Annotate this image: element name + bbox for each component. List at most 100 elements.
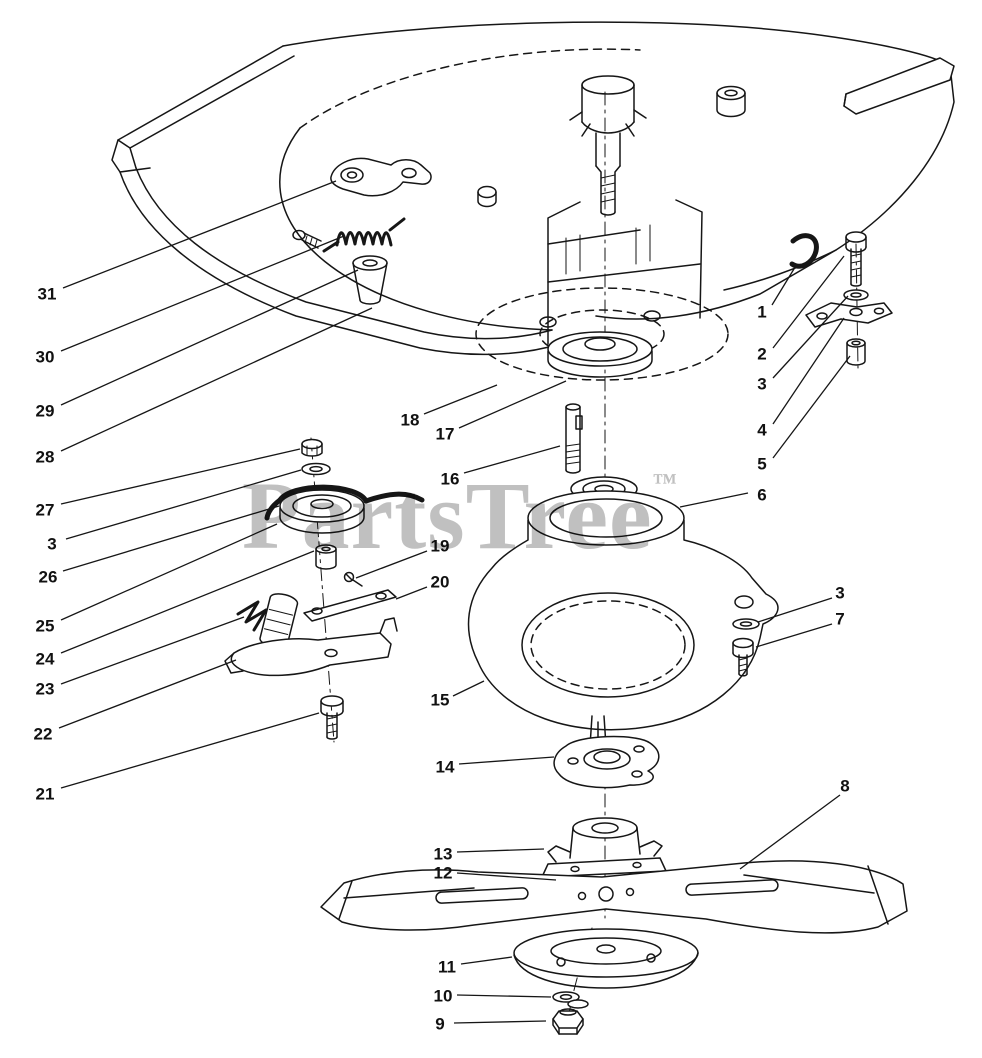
callout-leader-line [60, 307, 373, 452]
callout-label: 12 [434, 863, 453, 882]
callout-leader-line [772, 295, 849, 379]
callout-label: 2 [757, 344, 766, 363]
callout-leader-line [772, 355, 851, 459]
callout-label: 7 [835, 609, 844, 628]
part-brake-bracket [330, 157, 432, 197]
callout-leader-line [772, 317, 845, 425]
callout-label: 27 [36, 500, 55, 519]
callout-leader-line [458, 756, 555, 765]
callout-label: 25 [36, 616, 55, 635]
part-spring-clip [789, 233, 819, 269]
part-blade-stiffener [513, 928, 699, 989]
callout-label: 10 [434, 986, 453, 1005]
callout-label: 3 [835, 583, 844, 602]
part-pulley-spacer [315, 544, 337, 570]
callout-label: 14 [436, 757, 455, 776]
callout-leader-line [771, 263, 798, 306]
part-idler-nut [301, 438, 323, 457]
callout-label: 8 [840, 776, 849, 795]
part-shoulder-screw [845, 231, 867, 287]
part-flange-washer [553, 735, 660, 789]
watermark-tm: ™ [652, 470, 677, 496]
callout-label: 11 [438, 957, 456, 976]
callout-leader-line [739, 794, 841, 870]
callout-leader-line [456, 994, 552, 998]
part-spacer-bushing [352, 255, 388, 305]
callout-leader-line [65, 469, 302, 540]
part-lock-nut [552, 1008, 584, 1035]
watermark-text: PartsTree [242, 462, 653, 569]
callout-label: 22 [34, 724, 53, 743]
callout-leader-line [62, 505, 280, 572]
callout-leader-line [58, 659, 237, 729]
callout-label: 19 [431, 536, 450, 555]
callout-label: 1 [757, 302, 766, 321]
callout-label: 24 [36, 649, 55, 668]
callout-leader-line [452, 680, 485, 697]
callout-label: 21 [36, 784, 55, 803]
callout-label: 26 [39, 567, 58, 586]
callout-label: 4 [757, 420, 767, 439]
part-spindle-shaft [565, 403, 583, 474]
callout-label: 9 [435, 1014, 444, 1033]
watermark: PartsTree™ [242, 468, 677, 564]
callout-leader-line [755, 623, 833, 648]
callout-leader-lines [58, 180, 851, 1024]
callout-label: 29 [36, 401, 55, 420]
callout-labels: 3130292827326252423222118171619201514131… [34, 284, 850, 1033]
callout-leader-line [60, 448, 301, 505]
part-spacer-right [846, 338, 866, 366]
part-brake-spring-wire [236, 600, 268, 632]
callout-leader-line [463, 445, 561, 474]
part-set-screw [343, 571, 363, 587]
part-idler-pulley [279, 489, 365, 534]
part-brake-bracket-plate [224, 617, 398, 677]
part-idler-washer [301, 462, 331, 476]
callout-label: 31 [38, 284, 57, 303]
part-blade [320, 860, 908, 934]
part-cup-washer [552, 991, 589, 1009]
callout-label: 23 [36, 679, 55, 698]
callout-leader-line [62, 180, 337, 289]
callout-leader-line [423, 384, 498, 415]
callout-leader-line [772, 255, 845, 349]
callout-leader-line [757, 597, 833, 623]
callout-label: 18 [401, 410, 420, 429]
part-crankshaft [569, 75, 647, 216]
callout-label: 15 [431, 690, 450, 709]
part-anchor-plate [805, 302, 893, 328]
callout-label: 30 [36, 347, 55, 366]
part-flat-washer-right [843, 289, 869, 301]
callout-leader-line [60, 550, 315, 654]
callout-leader-line [395, 586, 428, 600]
callout-leader-line [60, 616, 245, 685]
callout-leader-line [456, 848, 545, 853]
callout-label: 20 [431, 572, 450, 591]
callout-leader-line [456, 872, 557, 881]
part-bolt-washer-side [732, 618, 760, 677]
callout-label: 5 [757, 454, 766, 473]
diagram-artwork [111, 21, 955, 1035]
callout-leader-line [60, 235, 345, 352]
callout-label: 17 [436, 424, 455, 443]
callout-label: 3 [47, 534, 56, 553]
callout-leader-line [458, 380, 567, 429]
part-brake-rod [303, 589, 397, 622]
part-engine-pulley [539, 310, 661, 378]
part-carriage-bolt [320, 695, 344, 740]
part-adjustment-screw [292, 229, 322, 249]
callout-leader-line [60, 269, 359, 406]
part-mower-deck [111, 21, 955, 381]
part-idler-spring [322, 217, 406, 253]
callout-label: 28 [36, 447, 55, 466]
callout-leader-line [679, 492, 749, 508]
part-blade-housing [467, 490, 779, 753]
part-blade-driver [541, 817, 667, 878]
callout-label: 13 [434, 844, 453, 863]
callout-leader-line [60, 712, 320, 789]
callout-label: 16 [441, 469, 460, 488]
callout-label: 3 [757, 374, 766, 393]
callout-leader-line [460, 956, 513, 965]
